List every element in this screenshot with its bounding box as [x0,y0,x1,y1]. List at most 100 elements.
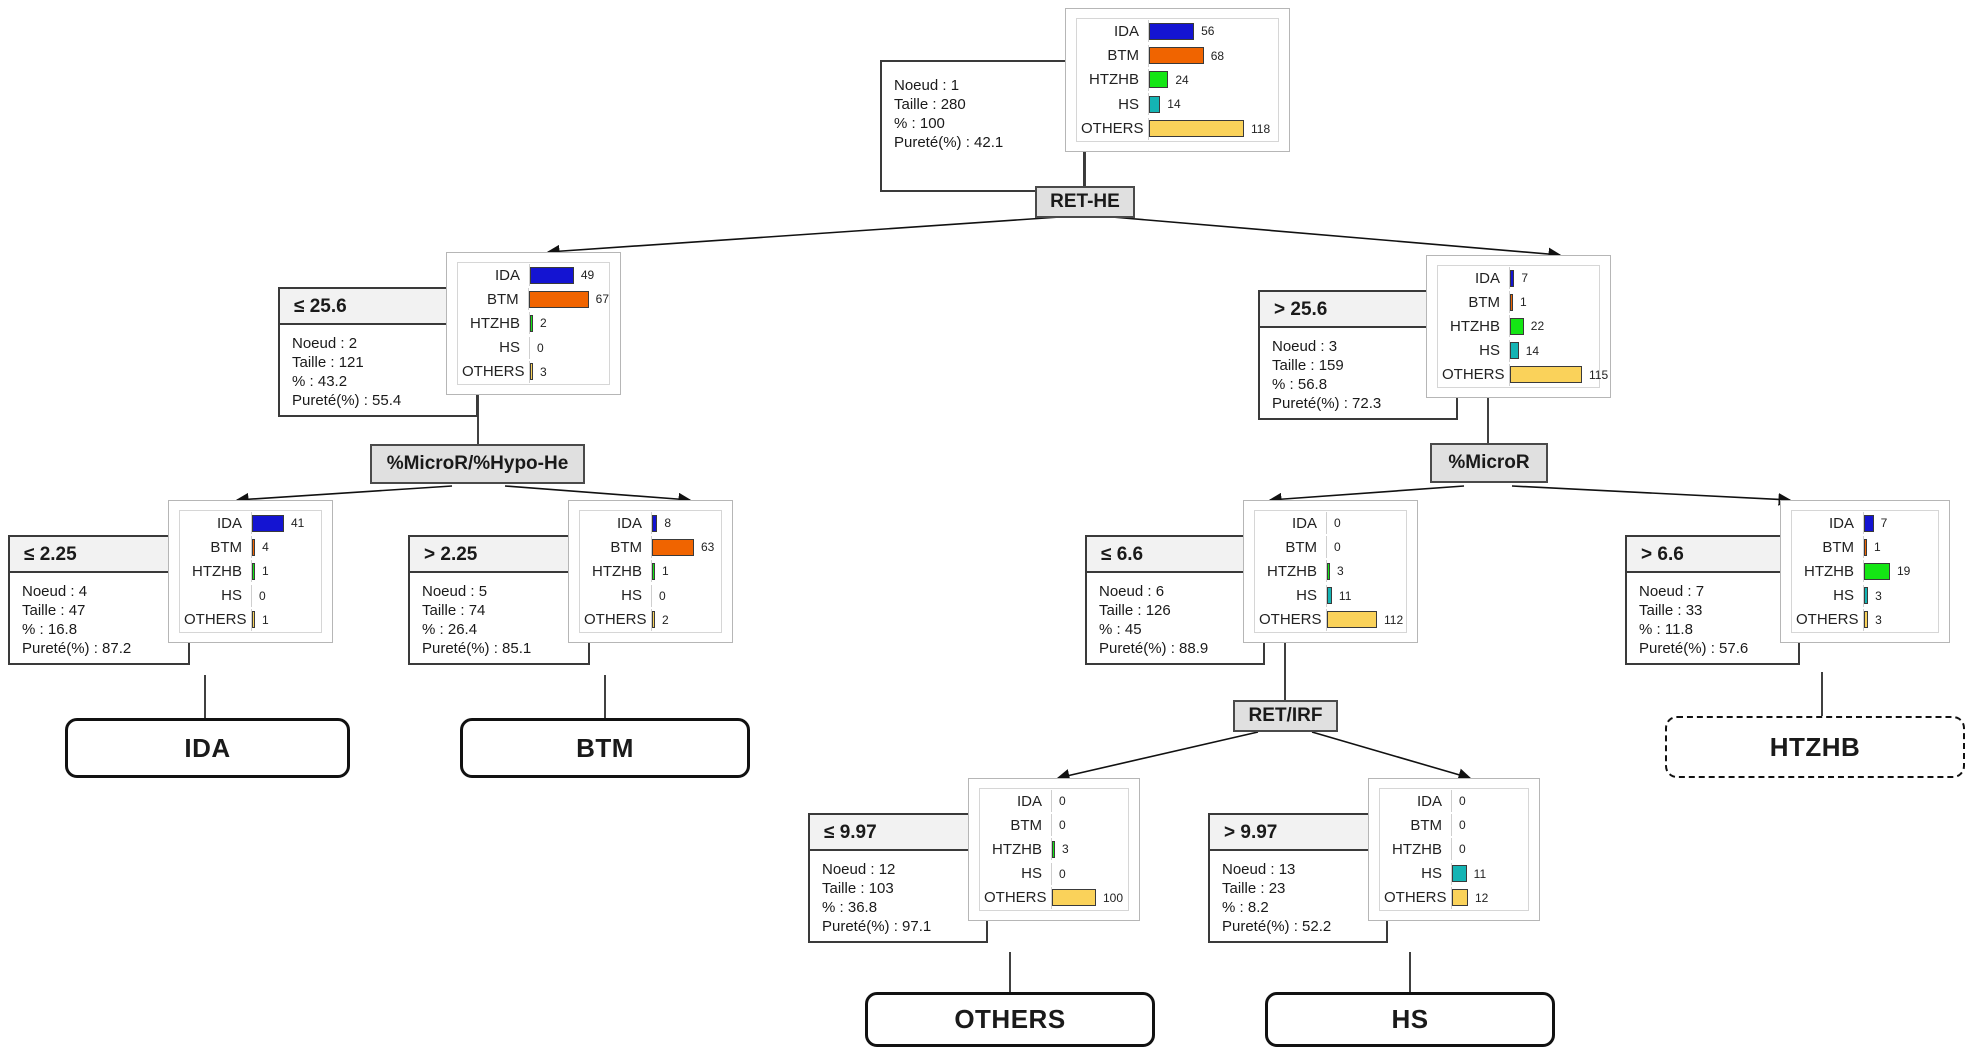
chart-axis-line [1509,267,1510,290]
chart-value-hs: 0 [659,588,666,603]
chart-bar-wrap-ida: 41 [252,514,304,532]
chart-axis-line [1051,886,1052,909]
chart-row-label-htzhb: HTZHB [1392,840,1442,858]
chart-row-ida: IDA 0 [984,790,1128,813]
chart-axis-line [651,536,652,559]
node-7-noeud: Noeud : 7 [1639,583,1705,600]
chart-value-others: 3 [540,364,547,379]
chart-value-ida: 0 [1459,794,1466,809]
chart-bar-wrap-htzhb: 1 [652,562,669,580]
node-1-taille: Taille : 280 [894,96,966,113]
chart-row-label-htzhb: HTZHB [1804,562,1854,580]
chart-axis-line [251,512,252,535]
chart-value-btm: 0 [1334,540,1341,555]
chart-value-btm: 0 [1459,818,1466,833]
chart-bar-wrap-htzhb: 2 [530,314,547,332]
split-label-micror-hypohe[interactable]: %MicroR/%Hypo-He [370,444,585,484]
chart-bar-btm [1149,47,1204,65]
chart-bar-others [252,611,255,629]
leaf-ida[interactable]: IDA [65,718,350,778]
chart-bar-wrap-others: 12 [1452,889,1488,907]
chart-row-label-btm: BTM [610,538,642,556]
chart-bar-ida [652,514,658,532]
chart-row-label-htzhb: HTZHB [592,562,642,580]
chart-row-label-ida: IDA [1016,792,1042,810]
chart-value-htzhb: 1 [262,564,269,579]
leaf-hs[interactable]: HS [1265,992,1555,1047]
chart-axis-line [1451,814,1452,837]
chart-row-label-ida: IDA [1291,514,1317,532]
chart-bar-others [1864,611,1869,629]
chart-value-btm: 1 [1874,540,1881,555]
chart-value-hs: 11 [1473,866,1487,881]
node-2-condition: ≤ 25.6 [280,289,476,325]
chart-bar-wrap-htzhb: 0 [1452,841,1466,858]
node-6-condition: ≤ 6.6 [1087,537,1263,573]
node-5-stats: > 2.25 Noeud : 5 Taille : 74 % : 26.4 Pu… [408,535,590,665]
chart-value-hs: 14 [1167,97,1181,112]
chart-axis-line [1451,886,1452,909]
node-6-noeud: Noeud : 6 [1099,583,1165,600]
chart-bar-htzhb [1052,840,1055,858]
split-label-micror[interactable]: %MicroR [1430,443,1548,483]
chart-value-hs: 0 [1059,866,1066,881]
leaf-htzhb[interactable]: HTZHB [1665,716,1965,778]
chart-row-label-htzhb: HTZHB [470,314,520,332]
node-7-purete: Pureté(%) : 57.6 [1639,640,1749,657]
leaf-htzhb-text: HTZHB [1769,731,1861,762]
chart-bar-wrap-hs: 11 [1327,587,1351,605]
node-13-taille: Taille : 23 [1222,880,1286,897]
chart-row-label-others: OTHERS [1081,120,1144,138]
chart-value-others: 3 [1875,612,1882,627]
chart-axis-line [651,512,652,535]
chart-row-htzhb: HTZHB 19 [1796,560,1938,583]
chart-row-label-others: OTHERS [1384,889,1447,907]
chart-row-btm: BTM 0 [984,814,1128,837]
chart-row-label-ida: IDA [216,514,242,532]
chart-bar-wrap-others: 3 [530,363,547,381]
chart-bar-others [1149,120,1244,138]
chart-value-btm: 0 [1059,818,1066,833]
chart-axis-line [1326,560,1327,583]
chart-value-others: 118 [1251,121,1271,136]
leaf-btm[interactable]: BTM [460,718,750,778]
chart-axis-line [529,360,530,383]
chart-row-label-others: OTHERS [984,889,1047,907]
split-label-ret-he[interactable]: RET-HE [1035,186,1135,218]
chart-axis-line [529,264,530,287]
chart-bar-wrap-ida: 0 [1327,515,1341,532]
chart-bar-wrap-htzhb: 19 [1864,562,1910,580]
chart-bar-wrap-btm: 0 [1052,817,1066,834]
chart-row-label-btm: BTM [1468,293,1500,311]
chart-bar-ida [1149,22,1195,40]
leaf-others[interactable]: OTHERS [865,992,1155,1047]
chart-bar-hs [1510,342,1519,360]
split-label-ret-irf[interactable]: RET/IRF [1233,700,1338,732]
chart-axis-line [1863,560,1864,583]
chart-bar-hs [1149,95,1161,113]
chart-axis-line [1509,315,1510,338]
node-1-pct: % : 100 [894,115,945,132]
chart-bar-wrap-others: 2 [652,611,669,629]
chart-value-ida: 0 [1059,794,1066,809]
chart-row-label-btm: BTM [1010,816,1042,834]
chart-axis-line [1148,44,1149,67]
